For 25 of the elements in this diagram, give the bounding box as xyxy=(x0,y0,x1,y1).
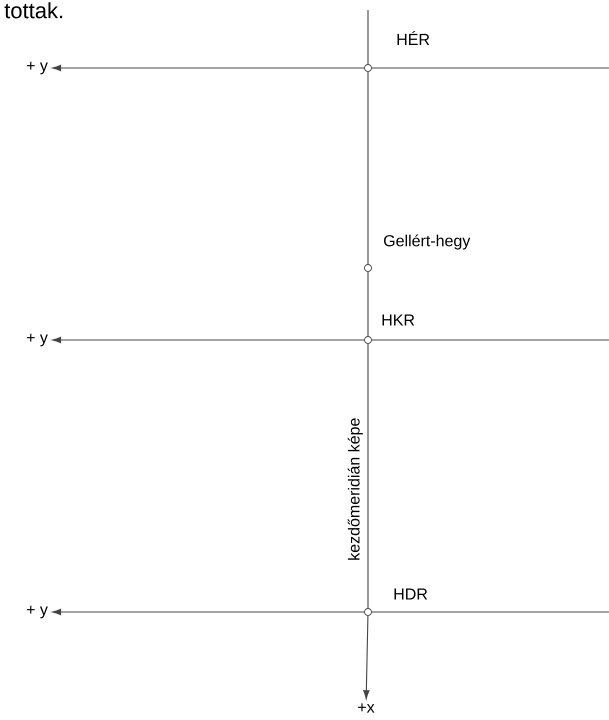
heading-fragment: tottak. xyxy=(4,2,62,18)
point-marker xyxy=(364,64,372,72)
point-marker xyxy=(364,264,372,272)
axis-line xyxy=(372,611,609,613)
point-label: Gellért-hegy xyxy=(384,234,470,250)
point-label: HDR xyxy=(394,588,428,600)
point-label: HÉR xyxy=(398,31,430,45)
point-marker xyxy=(364,608,372,616)
arrow xyxy=(52,608,364,616)
axis-label: + y xyxy=(26,62,48,74)
arrow xyxy=(52,336,364,344)
edge-label: kezdőmeridián képe xyxy=(348,418,363,560)
axis-line xyxy=(367,344,369,608)
arrow xyxy=(363,616,370,700)
axis-label: + y xyxy=(26,606,48,618)
axis-line xyxy=(367,272,369,336)
point-marker xyxy=(364,336,372,344)
axis-label: + y xyxy=(26,334,48,346)
axis-line xyxy=(367,10,369,64)
axis-label: +x xyxy=(358,703,374,713)
axis-line xyxy=(372,67,609,69)
axis-line xyxy=(367,72,369,264)
arrow xyxy=(52,64,364,72)
axis-line xyxy=(372,339,609,341)
point-label: HKR xyxy=(382,314,414,326)
